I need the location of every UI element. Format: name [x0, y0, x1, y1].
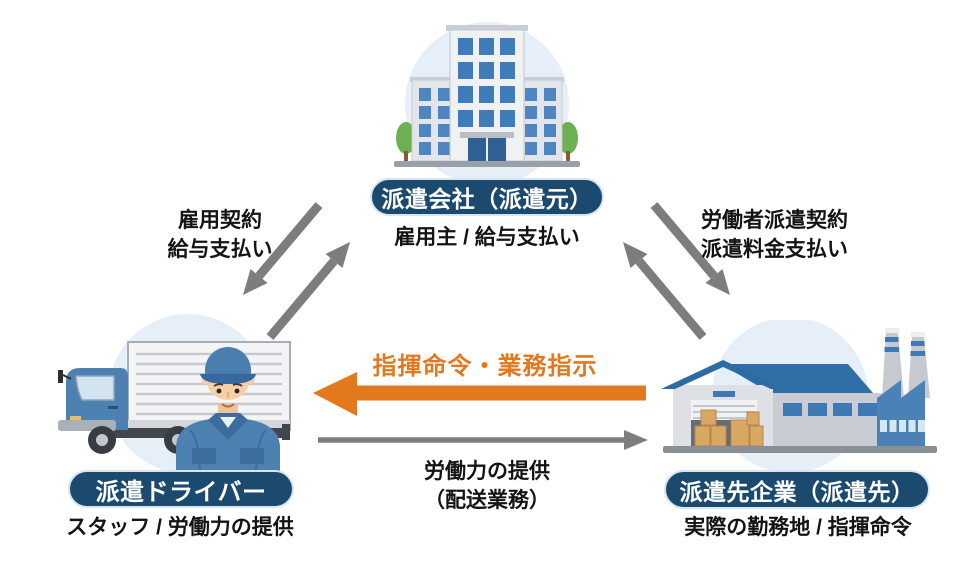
labor-arrow-icon	[318, 427, 650, 453]
command-edge-label: 指揮命令・業務指示	[372, 353, 598, 380]
labor-edge-label: 労働力の提供 （配送業務）	[377, 458, 597, 516]
company-client-edge-line2: 派遣料金支払い	[701, 237, 848, 261]
labor-edge-line2: （配送業務）	[424, 488, 550, 512]
company-driver-edge-line1: 雇用契約	[178, 209, 262, 232]
company-label: 派遣会社（派遣元）	[381, 186, 593, 212]
driver-sublabel: スタッフ / 労働力の提供	[66, 516, 294, 539]
company-client-edge-label: 労働者派遣契約 派遣料金支払い	[672, 207, 877, 265]
labor-edge-line1: 労働力の提供	[424, 460, 550, 483]
driver-pill: 派遣ドライバー	[68, 470, 294, 508]
company-driver-edge-label: 雇用契約 給与支払い	[130, 207, 310, 265]
company-client-double-arrow-icon	[606, 197, 751, 345]
company-driver-double-arrow-icon	[222, 197, 367, 345]
client-pill: 派遣先企業（派遣先）	[664, 470, 930, 509]
company-driver-edge-line2: 給与支払い	[167, 237, 273, 261]
company-sublabel: 雇用主 / 給与支払い	[394, 226, 580, 249]
driver-label: 派遣ドライバー	[95, 478, 267, 506]
truck-driver-icon	[50, 308, 300, 476]
client-label: 派遣先企業（派遣先）	[679, 478, 915, 505]
company-pill: 派遣会社（派遣元）	[370, 178, 604, 216]
factory-icon	[655, 320, 945, 480]
command-arrow-icon	[311, 371, 647, 417]
client-sublabel: 実際の勤務地 / 指揮命令	[684, 516, 912, 539]
company-client-edge-line1: 労働者派遣契約	[701, 209, 848, 232]
office-building-icon	[382, 16, 592, 184]
